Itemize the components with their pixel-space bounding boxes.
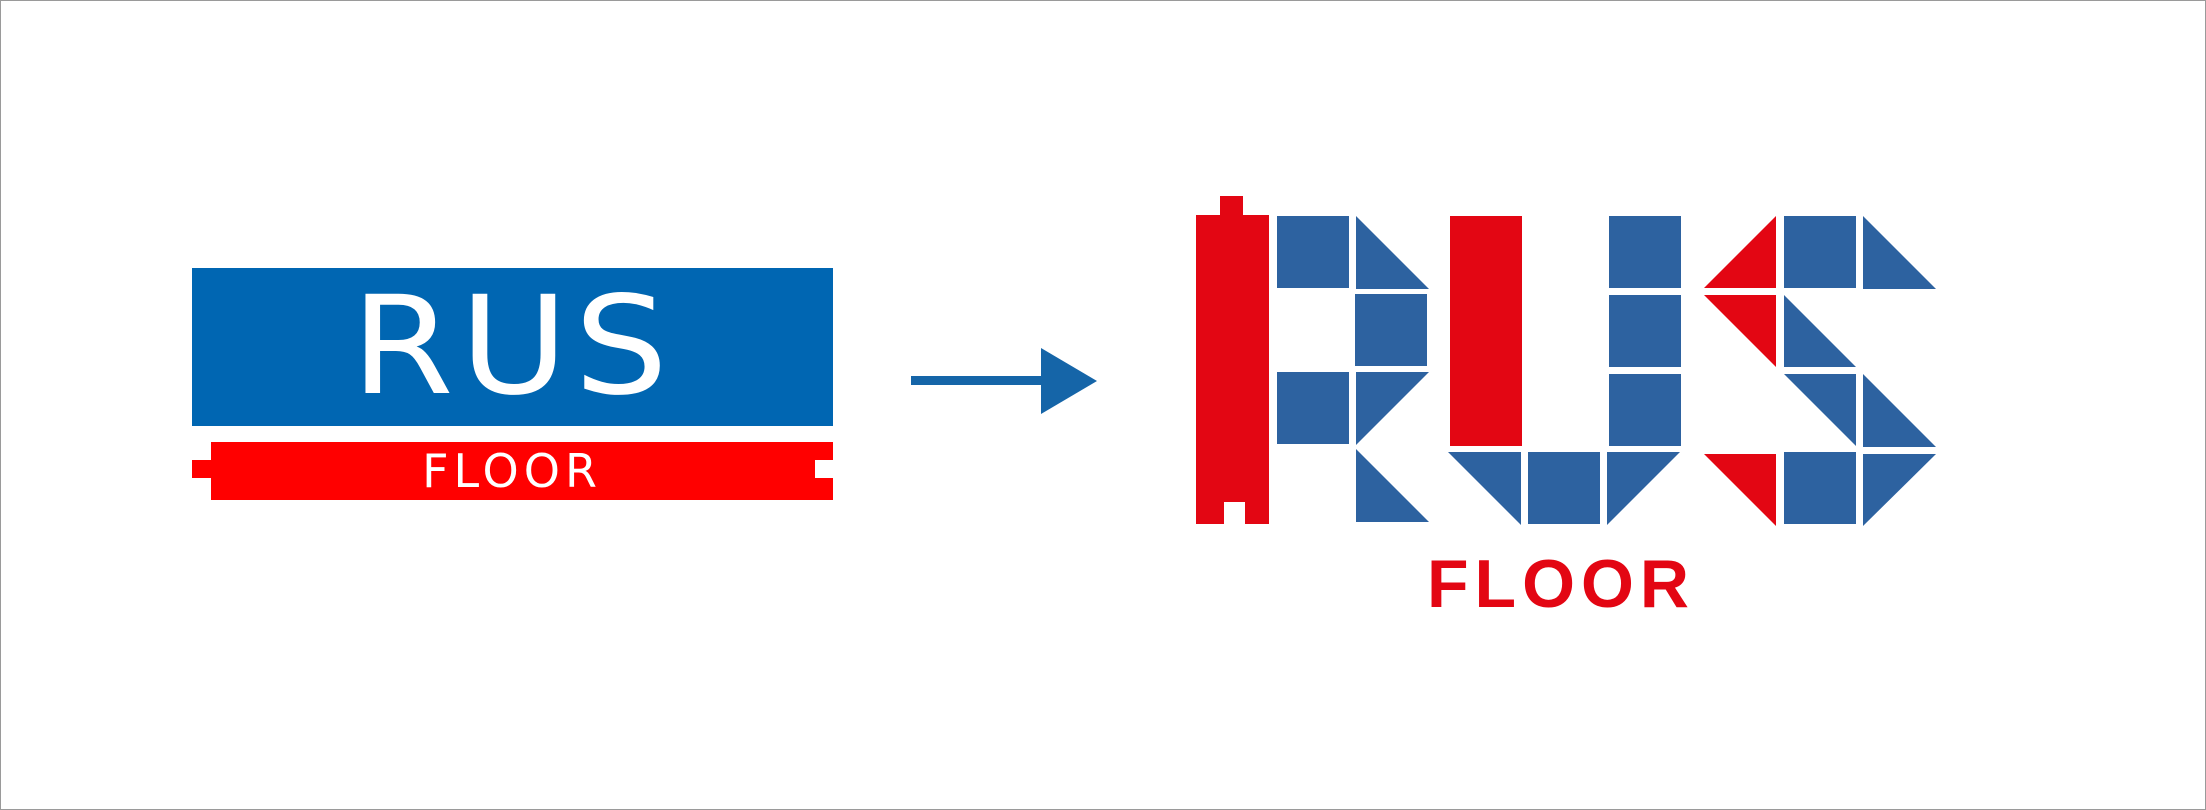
arrow-right-icon xyxy=(911,348,1097,414)
tile xyxy=(1607,452,1680,525)
tile xyxy=(1448,452,1521,525)
new-logo-letter-r xyxy=(1196,196,1429,524)
tile xyxy=(1356,372,1429,445)
tile xyxy=(1355,294,1427,366)
tile xyxy=(1356,216,1429,289)
tile xyxy=(1609,374,1681,446)
tile xyxy=(1356,449,1429,522)
tile xyxy=(1784,452,1856,524)
tile xyxy=(1863,374,1936,447)
tile xyxy=(1704,295,1776,367)
new-logo-letter-s xyxy=(1704,216,1936,526)
tile xyxy=(1528,452,1600,524)
old-logo-word: RUS xyxy=(350,266,675,426)
tile xyxy=(1704,216,1776,288)
tile xyxy=(1863,454,1936,526)
new-logo-mosaic xyxy=(1196,196,1936,526)
old-logo-sub: FLOOR xyxy=(422,444,602,498)
roller-bar xyxy=(1196,196,1269,524)
tile xyxy=(1704,454,1776,526)
tile xyxy=(1784,374,1856,446)
tile xyxy=(1784,216,1856,288)
new-logo-sub: FLOOR xyxy=(1427,546,1695,622)
old-logo-red-bar xyxy=(211,442,833,500)
old-logo-blue-panel xyxy=(192,268,833,426)
tile xyxy=(1784,295,1856,367)
tile xyxy=(1609,295,1681,367)
tile xyxy=(1863,216,1936,289)
old-logo-right-notch xyxy=(815,460,833,478)
tile xyxy=(1609,216,1681,288)
tile xyxy=(1277,372,1349,444)
new-logo-letter-u xyxy=(1448,216,1681,525)
old-logo-left-tab xyxy=(192,460,212,478)
tile xyxy=(1277,216,1349,288)
red-bar xyxy=(1450,216,1522,446)
